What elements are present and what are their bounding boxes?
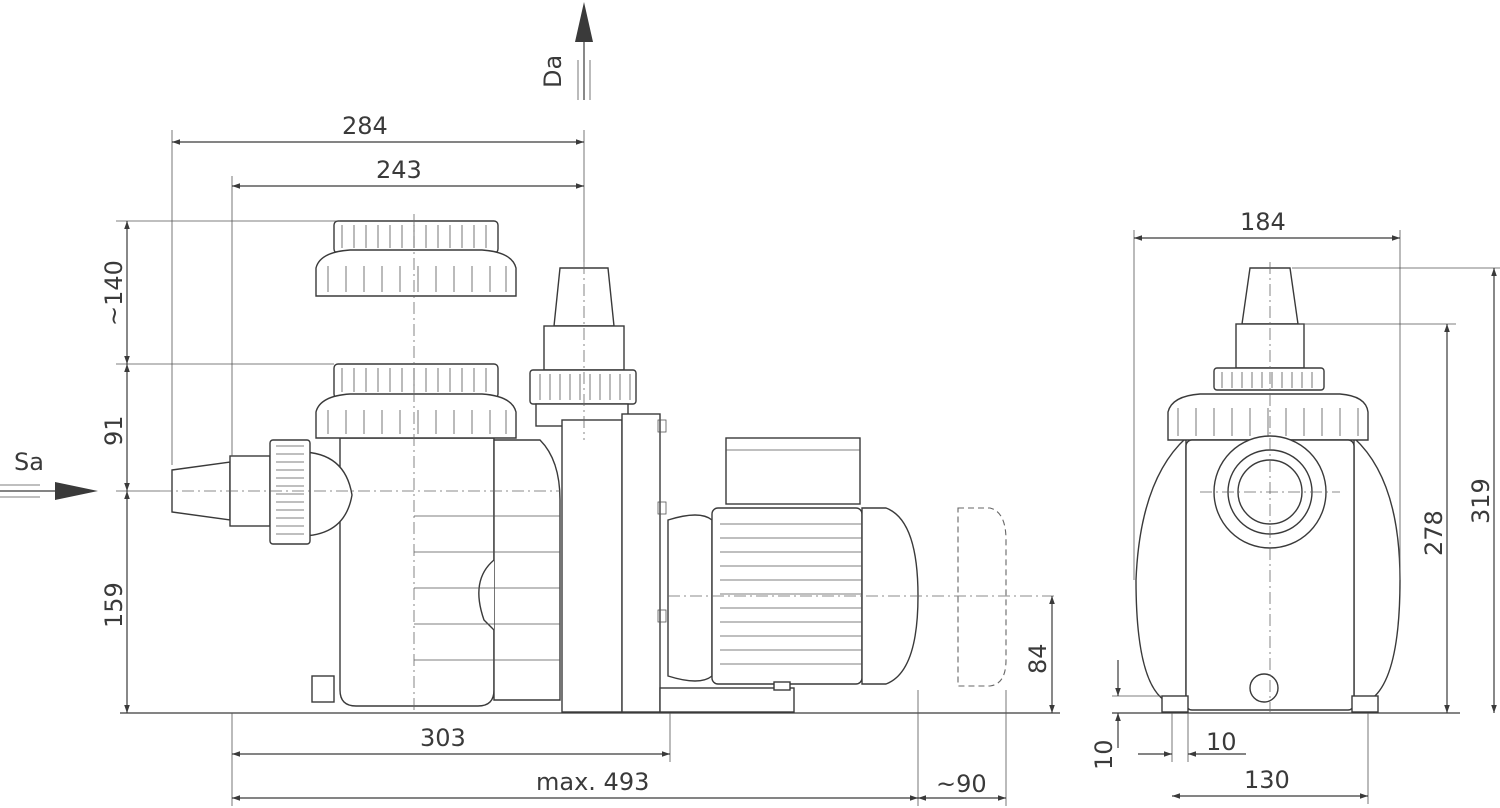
inlet-label: Sa bbox=[14, 448, 44, 476]
dim-319: 319 bbox=[1467, 478, 1495, 524]
dim-140: ~140 bbox=[100, 260, 128, 326]
dim-184: 184 bbox=[1240, 208, 1286, 236]
dim-10-vertical: 10 bbox=[1090, 739, 1118, 770]
outlet-label: Da bbox=[539, 55, 567, 88]
dim-91: 91 bbox=[100, 415, 128, 446]
dim-max-493: max. 493 bbox=[536, 768, 649, 796]
dim-90: ~90 bbox=[936, 770, 987, 798]
dim-278: 278 bbox=[1420, 510, 1448, 556]
outlet-flow-arrow bbox=[575, 2, 593, 100]
dim-130: 130 bbox=[1244, 766, 1290, 794]
dim-10-horizontal: 10 bbox=[1206, 728, 1237, 756]
lid-removed-position bbox=[315, 220, 517, 297]
dim-159: 159 bbox=[100, 582, 128, 628]
dim-284: 284 bbox=[342, 112, 388, 140]
dim-303: 303 bbox=[420, 724, 466, 752]
pump-front-view bbox=[1135, 262, 1401, 713]
dim-84: 84 bbox=[1024, 643, 1052, 674]
inlet-flow-arrow bbox=[0, 482, 98, 500]
dim-243: 243 bbox=[376, 156, 422, 184]
pump-side-view bbox=[160, 214, 1056, 713]
